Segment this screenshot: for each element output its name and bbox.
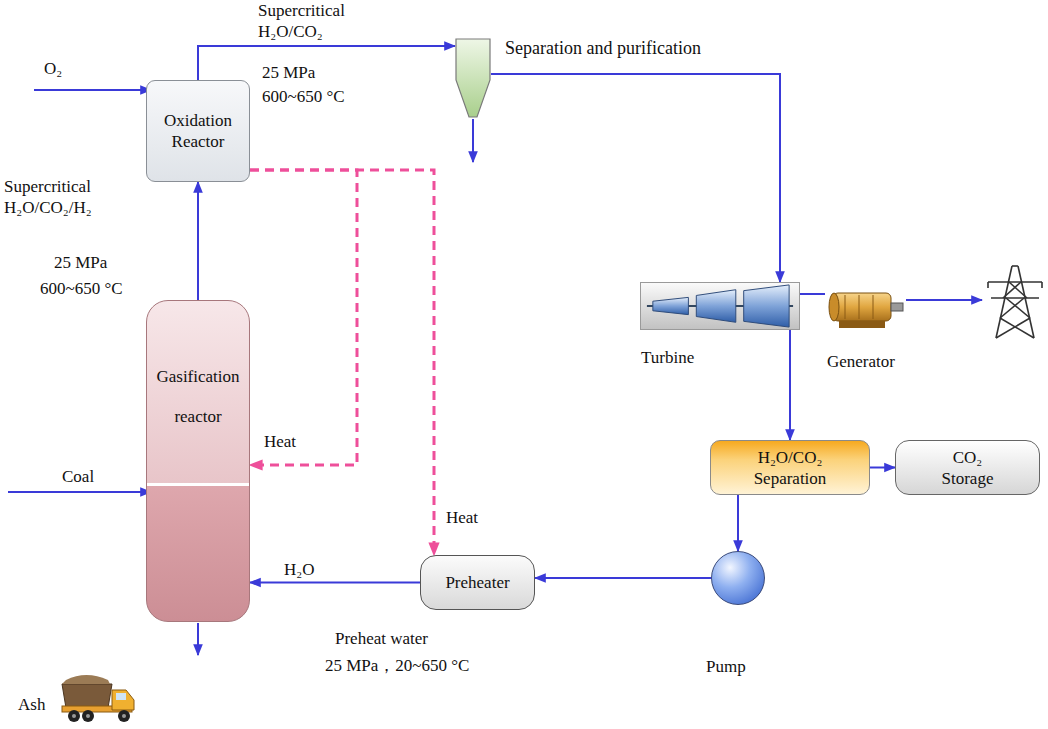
annotation: 25 MPa [262, 62, 315, 83]
pump-circle: Pump [711, 551, 765, 605]
cyclone-separator [455, 38, 491, 118]
edge-label: Heat [444, 508, 480, 528]
separator-outlet [472, 119, 474, 162]
edge-label: Heat [262, 432, 298, 452]
heat-flow [250, 170, 434, 555]
generator-icon: Generator [825, 283, 905, 330]
text-holder: Turbine [641, 347, 694, 368]
reactor-box: Oxidation Reactor [146, 80, 250, 182]
annotation: Supercritical H₂O/CO₂/H₂ [4, 176, 132, 218]
annotation: Coal [62, 466, 94, 487]
node-label: H₂O/CO₂ Separation [740, 447, 840, 489]
pylon-icon [988, 266, 1042, 338]
annotation: Preheat water [335, 628, 428, 649]
heat-flow [250, 170, 357, 465]
text-holder: Preheater [421, 556, 534, 609]
preheater-box: Preheater [420, 555, 535, 610]
text-holder: Gasification reactor [147, 301, 249, 437]
node-label: Preheater [445, 572, 509, 593]
turbine-stages [641, 283, 799, 329]
edge-label: H₂O [282, 560, 316, 580]
annotation: 25 MPa，20~650 °C [325, 655, 469, 676]
text-holder: CO₂ Storage [896, 441, 1039, 494]
ash-outlet [197, 623, 199, 655]
annotation: 25 MPa [54, 252, 107, 273]
node-label: Separation and purification [505, 38, 701, 59]
text-holder: Generator [827, 351, 895, 372]
annotation: Supercritical H₂O/CO₂ [258, 0, 358, 42]
generator-icon [825, 283, 905, 330]
coal-inlet [8, 491, 151, 493]
flow-arrow [789, 330, 791, 440]
annotation: Ash [18, 694, 45, 715]
flow-arrow [535, 577, 711, 579]
flow-arrow [870, 467, 895, 469]
text-holder: Oxidation Reactor [147, 81, 249, 181]
annotation: 600~650 °C [262, 86, 345, 107]
flow-arrow [250, 582, 420, 584]
node-label: Generator [827, 351, 895, 372]
reactor-column: Gasification reactor [146, 300, 250, 622]
node-label: Oxidation Reactor [147, 110, 249, 152]
oxygen-inlet [34, 89, 151, 91]
flow-arrow [198, 46, 455, 80]
storage-box: CO₂ Storage [895, 440, 1040, 495]
flow-arrow [197, 182, 199, 300]
node-label: CO₂ Storage [933, 447, 1003, 489]
flow-arrow [491, 74, 780, 282]
node-label: Pump [706, 656, 746, 677]
text-holder: Pump [706, 656, 746, 677]
separator-box: H₂O/CO₂ Separation [710, 440, 870, 495]
node-label: Gasification reactor [147, 357, 249, 437]
dump-truck-icon [62, 675, 134, 722]
annotation: 600~650 °C [40, 278, 123, 299]
annotation: O₂ [44, 58, 62, 79]
text-holder: Separation and purification [505, 38, 701, 59]
node-label: Turbine [641, 347, 694, 368]
flow-arrow [800, 293, 825, 295]
cyclone-separator: Separation and purification [455, 38, 491, 118]
text-holder: H₂O/CO₂ Separation [711, 441, 869, 494]
turbine-box: Turbine [640, 282, 800, 330]
flow-arrow [737, 495, 739, 551]
power-output [906, 299, 982, 301]
